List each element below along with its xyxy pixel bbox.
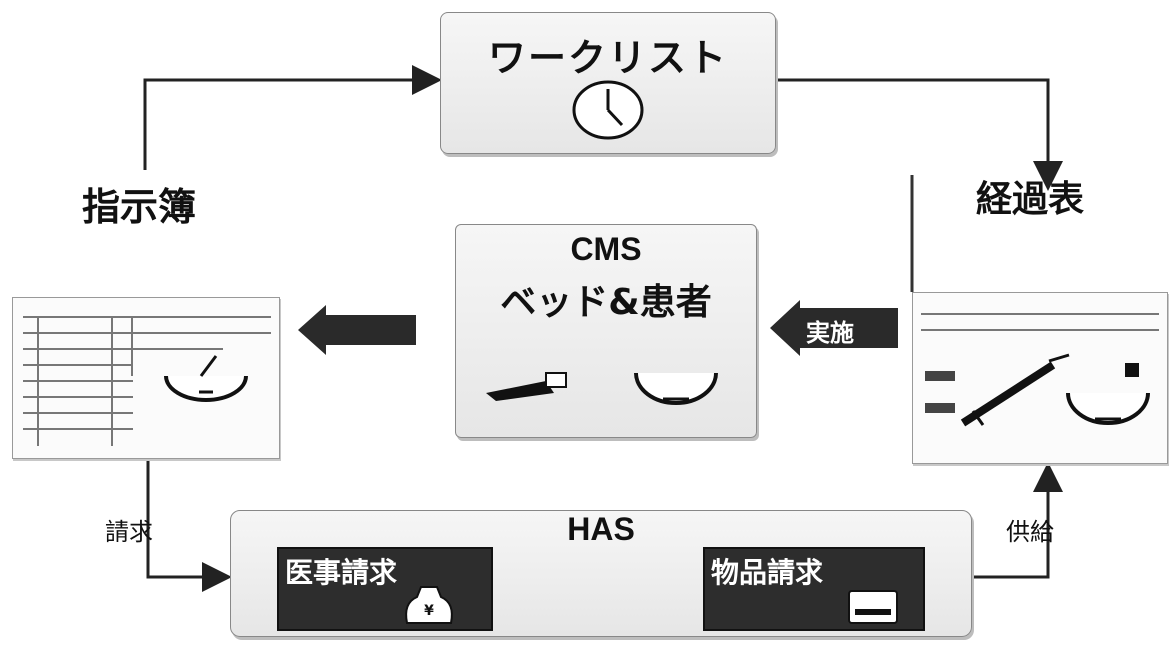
monitor-icon-right <box>1066 363 1150 425</box>
has-title: HAS <box>567 511 635 547</box>
fat-arrow-execution <box>770 300 898 356</box>
medical-billing-box: 医事請求 ¥ <box>277 547 493 631</box>
edge-order-to-has <box>146 460 232 592</box>
order-book-sheet <box>12 297 280 459</box>
pen-icon <box>486 372 567 401</box>
supply-billing-box: 物品請求 <box>703 547 925 631</box>
medical-billing-label: 医事請求 <box>285 556 398 589</box>
cms-title: CMS <box>570 231 642 267</box>
yen-bag-icon: ¥ <box>405 586 453 624</box>
clock-icon <box>572 80 644 140</box>
worklist-node: ワークリスト <box>440 12 776 154</box>
edge-order-to-worklist <box>143 65 442 170</box>
printer-icon <box>848 590 898 624</box>
progress-chart-sheet <box>912 292 1168 464</box>
order-book-label: 指示簿 <box>82 185 197 229</box>
cms-subtitle: ベッド&患者 <box>500 282 712 323</box>
supply-billing-label: 物品請求 <box>711 556 824 589</box>
cms-node: CMS ベッド&患者 <box>455 224 757 438</box>
worklist-title: ワークリスト <box>487 36 728 80</box>
monitor-icon <box>634 372 718 405</box>
execution-label: 実施 <box>806 319 854 347</box>
supply-label: 供給 <box>1006 518 1054 546</box>
has-node: HAS 医事請求 ¥ 物品請求 <box>230 510 972 637</box>
syringe-icon <box>960 353 1070 427</box>
billing-label: 請求 <box>105 518 153 546</box>
progress-chart-label: 経過表 <box>976 179 1085 220</box>
fat-arrow-left <box>298 305 416 355</box>
document-sheet-icon <box>164 355 248 402</box>
svg-text:¥: ¥ <box>424 603 434 619</box>
